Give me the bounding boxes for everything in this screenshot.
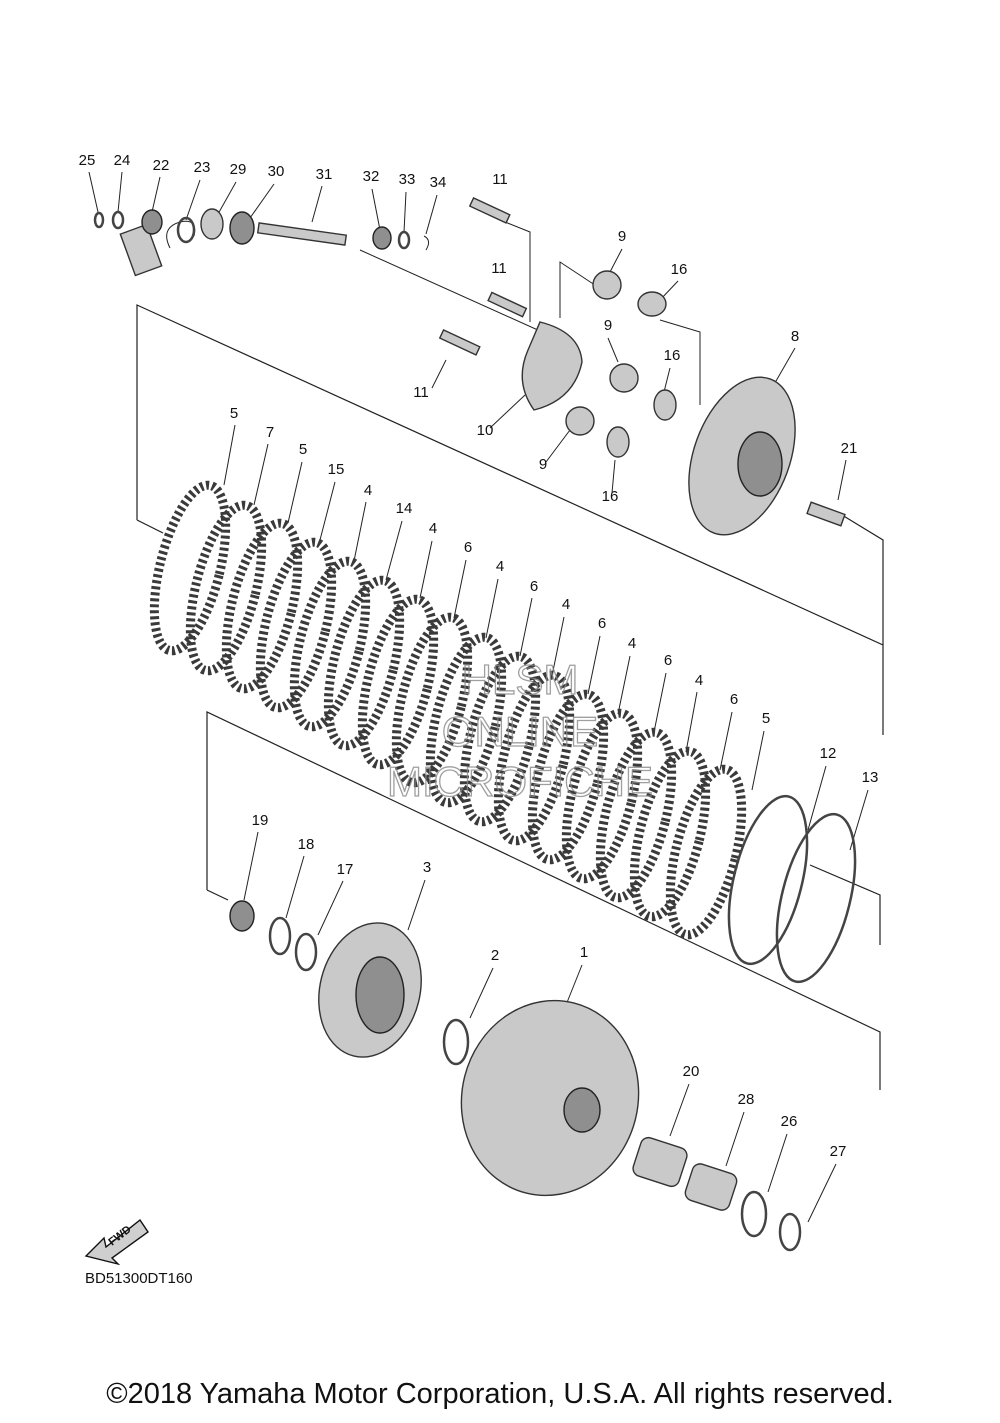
callout-5: 5 — [230, 405, 238, 422]
callout-6: 6 — [664, 652, 672, 669]
callout-30: 30 — [268, 163, 285, 180]
assembly-frame-lines — [136, 304, 884, 1090]
watermark: HLSM ONLINE MICROFICHE — [386, 655, 653, 805]
callout-9: 9 — [604, 317, 612, 334]
callout-4: 4 — [496, 558, 504, 575]
callout-26: 26 — [781, 1113, 798, 1130]
callout-6: 6 — [530, 578, 538, 595]
callout-7: 7 — [266, 424, 274, 441]
callout-23: 23 — [194, 159, 211, 176]
diagram-code: BD51300DT160 — [85, 1270, 193, 1287]
callout-1: 1 — [580, 944, 588, 961]
callout-4: 4 — [562, 596, 570, 613]
callout-33: 33 — [399, 171, 416, 188]
callout-12: 12 — [820, 745, 837, 762]
exploded-parts-diagram: HLSM ONLINE MICROFICHE FWD 2524222329303… — [79, 152, 884, 1266]
bolts — [438, 196, 528, 356]
callout-16: 16 — [602, 488, 619, 505]
watermark-line-2: ONLINE — [442, 708, 598, 755]
callout-11: 11 — [491, 260, 507, 277]
watermark-line-1: HLSM — [462, 656, 579, 703]
callout-11: 11 — [413, 384, 429, 401]
pressure-plate — [688, 376, 846, 536]
callout-18: 18 — [298, 836, 315, 853]
callout-19: 19 — [252, 812, 269, 829]
callout-9: 9 — [618, 228, 626, 245]
callout-11: 11 — [492, 171, 508, 188]
springs-and-retainers — [565, 270, 677, 458]
callout-28: 28 — [738, 1091, 755, 1108]
callout-31: 31 — [316, 166, 333, 183]
callout-27: 27 — [830, 1143, 847, 1160]
callout-29: 29 — [230, 161, 247, 178]
callout-6: 6 — [464, 539, 472, 556]
callout-5: 5 — [299, 441, 307, 458]
callout-15: 15 — [328, 461, 345, 478]
callout-6: 6 — [598, 615, 606, 632]
callout-4: 4 — [429, 520, 437, 537]
callout-4: 4 — [628, 635, 636, 652]
callout-4: 4 — [364, 482, 372, 499]
callout-10: 10 — [477, 422, 494, 439]
callout-16: 16 — [671, 261, 688, 278]
callout-13: 13 — [862, 769, 879, 786]
callout-16: 16 — [664, 347, 681, 364]
callout-24: 24 — [114, 152, 131, 169]
copyright-notice: ©2018 Yamaha Motor Corporation, U.S.A. A… — [106, 1378, 894, 1410]
callout-34: 34 — [430, 174, 447, 191]
clutch-plate-stack — [149, 480, 857, 984]
callout-4: 4 — [695, 672, 703, 689]
callout-5: 5 — [762, 710, 770, 727]
callout-25: 25 — [79, 152, 96, 169]
clutch-boss-and-housing — [229, 900, 802, 1252]
callout-6: 6 — [730, 691, 738, 708]
callout-8: 8 — [791, 328, 799, 345]
callout-3: 3 — [423, 859, 431, 876]
callout-20: 20 — [683, 1063, 700, 1080]
fwd-arrow-icon: FWD — [84, 1218, 149, 1266]
callout-32: 32 — [363, 168, 380, 185]
callout-2: 2 — [491, 947, 499, 964]
callout-14: 14 — [396, 500, 413, 517]
callout-17: 17 — [337, 861, 354, 878]
leader-lines — [88, 171, 869, 1223]
callout-21: 21 — [841, 440, 858, 457]
callout-9: 9 — [539, 456, 547, 473]
lifter-plate — [521, 321, 583, 411]
push-rod-parts — [93, 208, 430, 277]
callout-22: 22 — [153, 157, 170, 174]
watermark-line-3: MICROFICHE — [387, 758, 653, 805]
